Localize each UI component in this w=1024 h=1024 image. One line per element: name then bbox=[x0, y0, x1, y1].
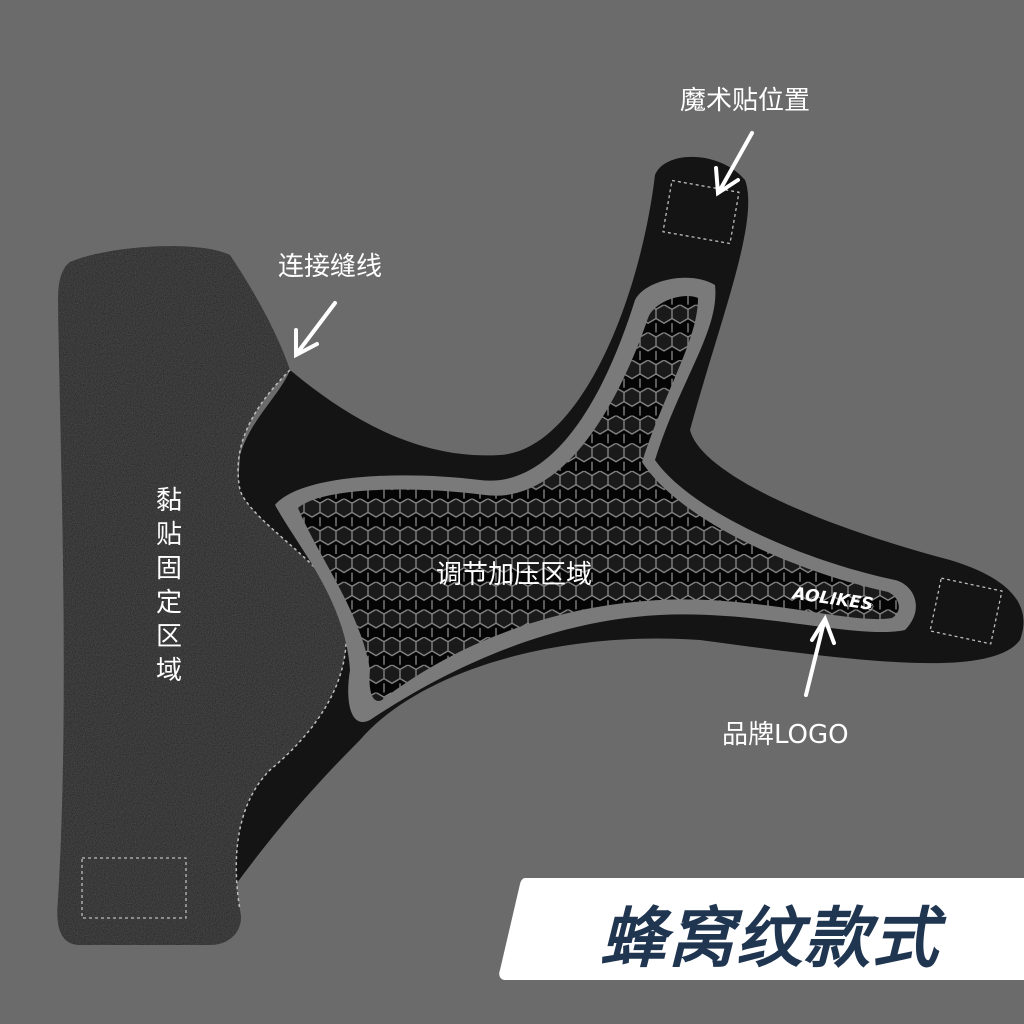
adhesive-panel bbox=[57, 246, 347, 946]
registered-mark: ® bbox=[865, 602, 875, 613]
pressure-zone-honeycomb bbox=[298, 296, 899, 701]
banner-background bbox=[499, 878, 1024, 980]
velcro-tab-right bbox=[929, 577, 1003, 645]
adhesive-zone-label: 黏贴固定区域 bbox=[155, 486, 182, 686]
stitching-label: 连接缝线 bbox=[278, 252, 383, 282]
arrow-velcro bbox=[714, 131, 754, 197]
brand-logo-label: 品牌LOGO bbox=[722, 720, 849, 750]
pressure-zone-label: 调节加压区域 bbox=[436, 560, 593, 590]
arrow-logo bbox=[804, 614, 836, 697]
banner-title: 蜂窝纹款式 bbox=[600, 900, 940, 977]
velcro-position-label: 魔术贴位置 bbox=[680, 86, 811, 116]
velcro-tab-bottom bbox=[81, 857, 187, 919]
arrow-stitching bbox=[294, 301, 337, 359]
